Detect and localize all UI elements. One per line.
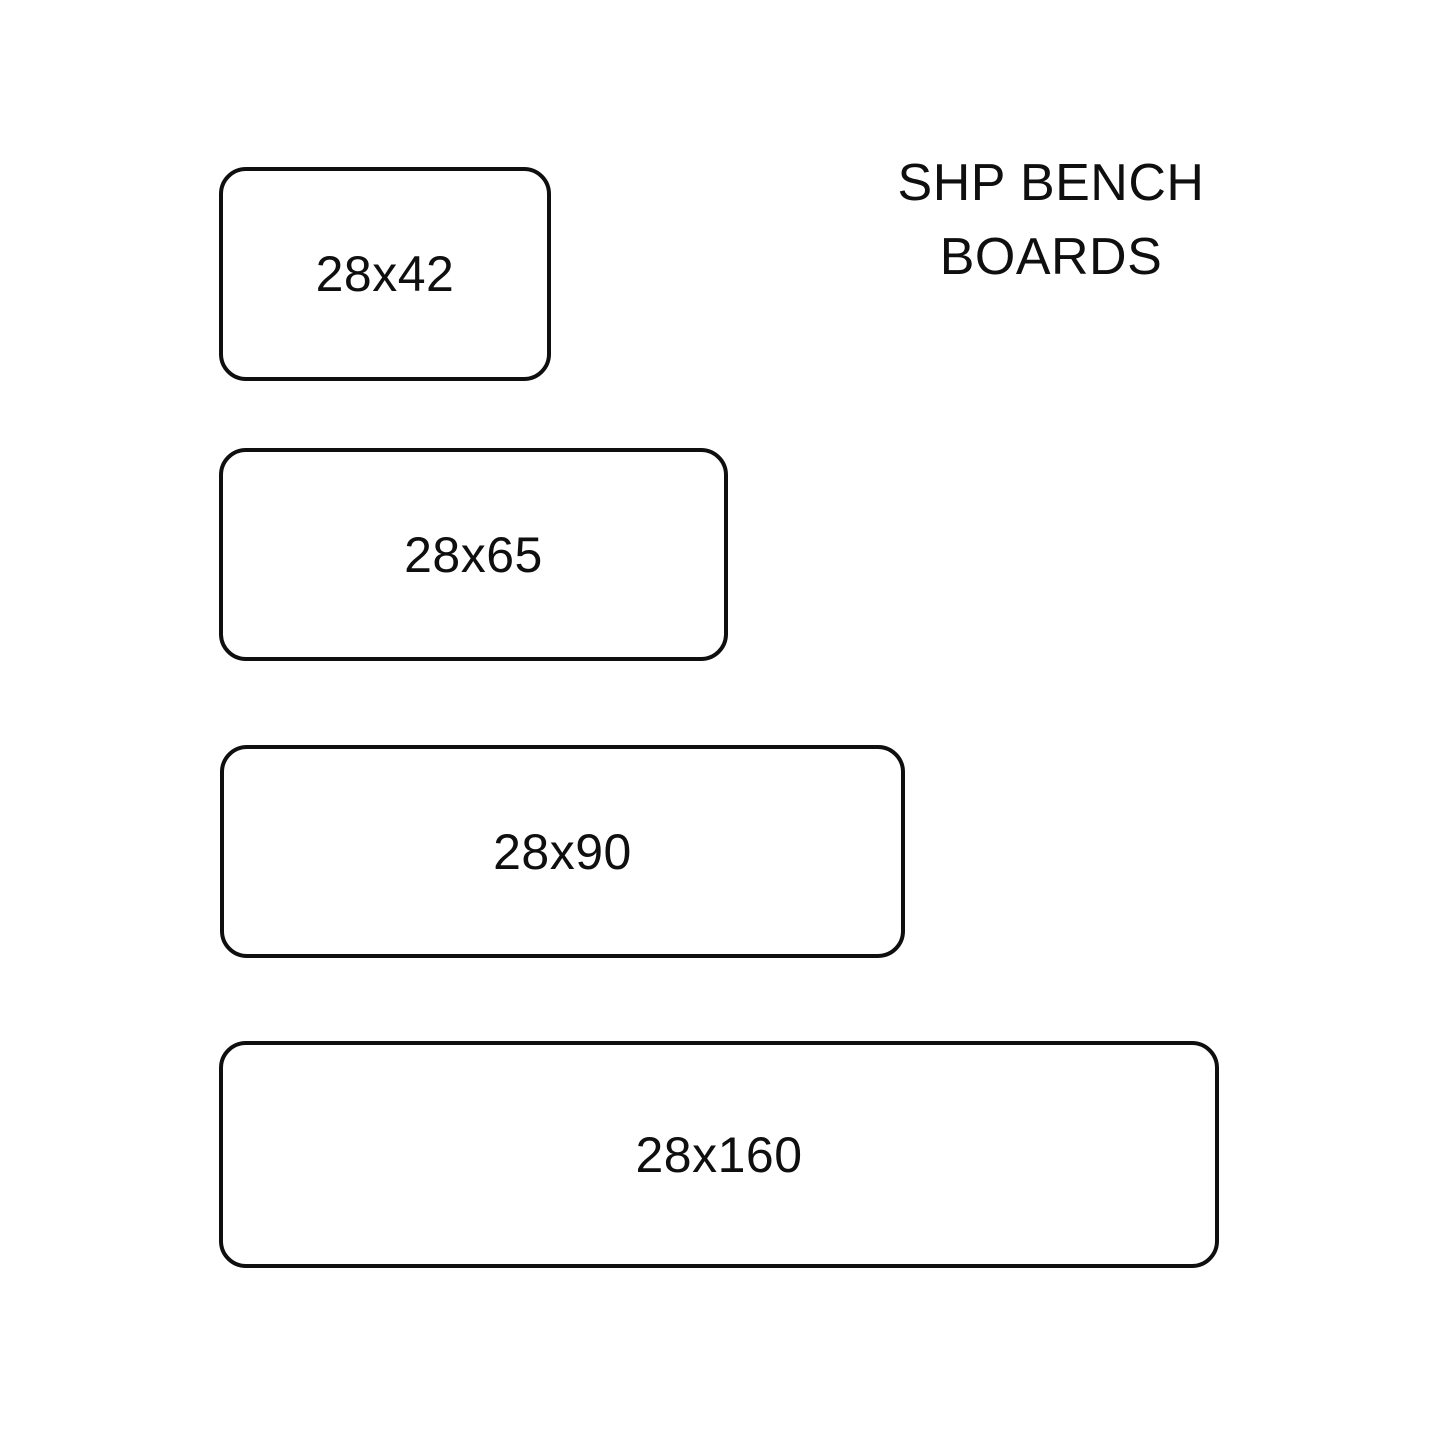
- board-28x90: 28x90: [220, 745, 905, 958]
- board-size-label: 28x160: [635, 1126, 803, 1183]
- board-size-label: 28x42: [315, 246, 455, 302]
- board-size-label: 28x65: [404, 526, 543, 583]
- board-28x160: 28x160: [219, 1041, 1219, 1268]
- board-28x42: 28x42: [219, 167, 551, 381]
- diagram-title-line-1: SHP BENCH: [897, 154, 1205, 212]
- board-28x65: 28x65: [219, 448, 728, 661]
- diagram-title: SHP BENCH BOARDS: [851, 146, 1251, 294]
- board-size-label: 28x90: [493, 823, 632, 880]
- diagram-title-line-2: BOARDS: [939, 228, 1163, 286]
